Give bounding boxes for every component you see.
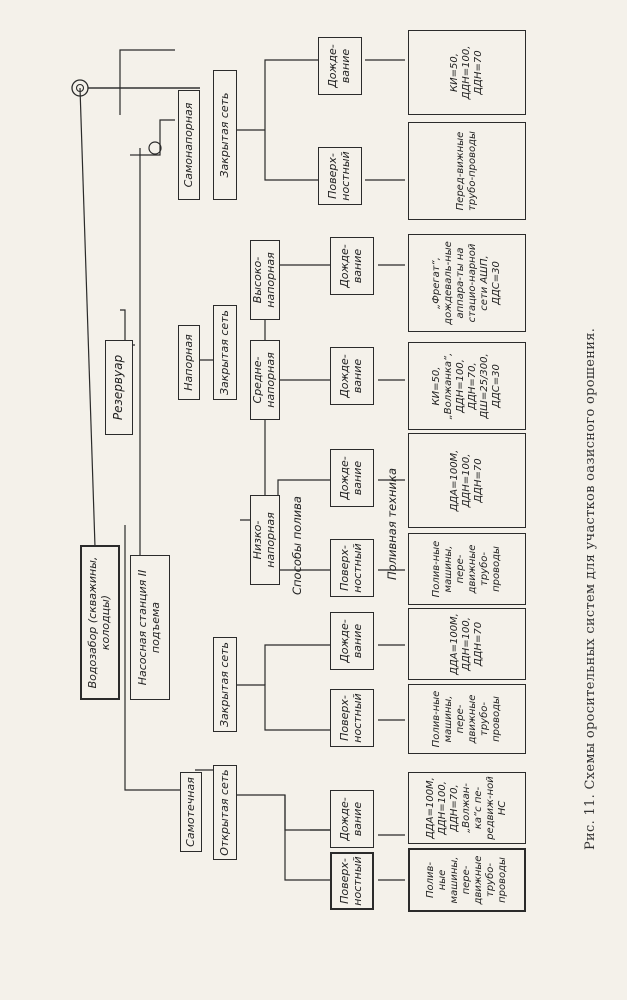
pump-station-label: Насосная станция II подъема [136, 569, 162, 686]
method-5-label: Поверх-ностный [338, 543, 364, 593]
method-7-label: Дожде-вание [338, 354, 364, 398]
figure-caption: Рис. 11. Схемы оросительных систем для у… [583, 327, 598, 850]
method-2-box: Дожде-вание [330, 790, 374, 848]
equipment-3-box: Полив-ные машины, пере-движные трубо-про… [408, 684, 526, 754]
equipment-9-label: Перед-вижные трубо-проводы [455, 131, 478, 211]
low-pressure-label: Низко-напорная [251, 512, 277, 568]
method-8-box: Дожде-вание [330, 237, 374, 295]
equipment-5-label: Полив-ные машины, пере-движные трубо-про… [431, 540, 502, 598]
self-pressure-label: Самонапорная [181, 102, 195, 188]
equipment-4-box: ДДА=100М, ДДН=100, ДДН=70 [408, 608, 526, 680]
equipment-10-box: КИ=50, ДДН=100, ДДН=70 [408, 30, 526, 115]
mid-pressure-box: Средне-напорная [250, 340, 280, 420]
closed-network-a-box: Закрытая сеть [213, 637, 237, 732]
method-1-box: Поверх-ностный [330, 852, 374, 910]
tech-group-label: Поливная техника [385, 468, 399, 580]
mid-pressure-label: Средне-напорная [251, 352, 277, 408]
water-intake-box: Водозабор (скважины, колодцы) [80, 545, 120, 700]
high-pressure-label: Высоко-напорная [251, 252, 277, 308]
open-network-label: Открытая сеть [217, 769, 231, 856]
closed-network-c-label: Закрытая сеть [217, 92, 231, 178]
equipment-9-box: Перед-вижные трубо-проводы [408, 122, 526, 220]
methods-group-label: Способы полива [290, 496, 304, 595]
water-intake-label: Водозабор (скважины, колодцы) [86, 556, 112, 689]
method-5-box: Поверх-ностный [330, 539, 374, 597]
method-2-label: Дожде-вание [338, 797, 364, 841]
equipment-3-label: Полив-ные машины, пере-движные трубо-про… [431, 690, 502, 748]
method-10-label: Дожде-вание [326, 44, 352, 88]
self-pressure-box: Самонапорная [178, 90, 200, 200]
equipment-1-label: Полив-ные машины, пере-движные трубо-про… [425, 855, 508, 905]
open-network-box: Открытая сеть [213, 765, 237, 860]
equipment-4-label: ДДА=100М, ДДН=100, ДДН=70 [449, 613, 484, 675]
closed-network-c-box: Закрытая сеть [213, 70, 237, 200]
pressure-box: Напорная [178, 325, 200, 400]
equipment-1-box: Полив-ные машины, пере-движные трубо-про… [408, 848, 526, 912]
method-6-box: Дожде-вание [330, 449, 374, 507]
low-pressure-box: Низко-напорная [250, 495, 280, 585]
method-3-label: Поверх-ностный [338, 693, 364, 743]
closed-network-b-box: Закрытая сеть [213, 305, 237, 400]
method-1-label: Поверх-ностный [338, 856, 364, 906]
method-10-box: Дожде-вание [318, 37, 362, 95]
pressure-label: Напорная [181, 334, 195, 391]
method-4-label: Дожде-вание [338, 619, 364, 663]
method-3-box: Поверх-ностный [330, 689, 374, 747]
equipment-5-box: Полив-ные машины, пере-движные трубо-про… [408, 533, 526, 605]
pump-station-box: Насосная станция II подъема [130, 555, 170, 700]
equipment-8-box: „Фрегат“, дождеваль-ные аппара-ты на ста… [408, 234, 526, 332]
method-8-label: Дожде-вание [338, 244, 364, 288]
self-flow-label: Самотечная [183, 777, 197, 847]
reservoir-box: Резервуар [105, 340, 133, 435]
equipment-7-label: КИ=50, „Волжанка“, ДДН=100, ДДН=70, ДШ=2… [431, 352, 502, 420]
equipment-6-label: ДДА=100М, ДДН=100, ДДН=70 [449, 449, 484, 512]
method-9-label: Поверх-ностный [326, 151, 352, 201]
method-7-box: Дожде-вание [330, 347, 374, 405]
equipment-2-box: ДДА=100М, ДДН=100, ДДН=70, „Волжан-ка“с … [408, 772, 526, 844]
equipment-2-label: ДДА=100М, ДДН=100, ДДН=70, „Волжан-ка“с … [425, 776, 508, 840]
method-9-box: Поверх-ностный [318, 147, 362, 205]
method-4-box: Дожде-вание [330, 612, 374, 670]
equipment-6-box: ДДА=100М, ДДН=100, ДДН=70 [408, 433, 526, 528]
equipment-8-label: „Фрегат“, дождеваль-ные аппара-ты на ста… [431, 241, 502, 325]
reservoir-label: Резервуар [111, 354, 126, 421]
high-pressure-box: Высоко-напорная [250, 240, 280, 320]
equipment-10-label: КИ=50, ДДН=100, ДДН=70 [449, 45, 484, 100]
method-6-label: Дожде-вание [338, 456, 364, 500]
closed-network-a-label: Закрытая сеть [217, 641, 231, 728]
equipment-7-box: КИ=50, „Волжанка“, ДДН=100, ДДН=70, ДШ=2… [408, 342, 526, 430]
closed-network-b-label: Закрытая сеть [217, 309, 231, 396]
self-flow-box: Самотечная [180, 772, 202, 852]
